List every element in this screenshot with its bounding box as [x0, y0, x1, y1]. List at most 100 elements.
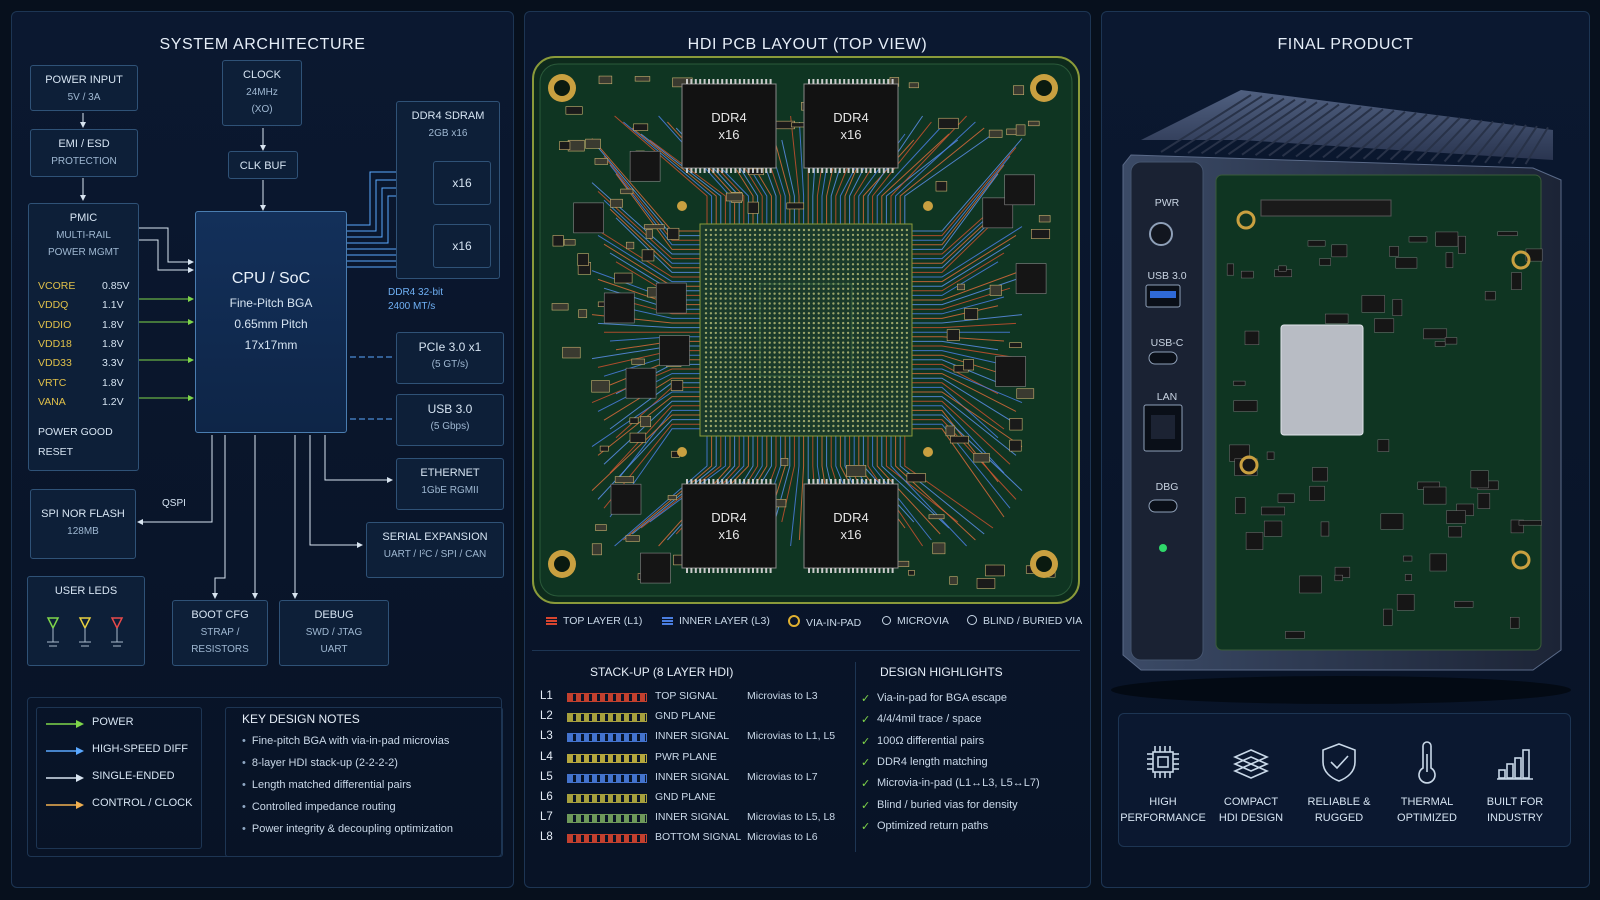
- feature-line2: HDI DESIGN: [1218, 812, 1284, 824]
- serial-expansion-block: SERIAL EXPANSION UART / I²C / SPI / CAN: [366, 522, 504, 578]
- layer-note: Microvias to L3: [747, 690, 818, 702]
- pcb-legend-item: INNER LAYER (L3): [662, 615, 770, 627]
- debug-sub1: SWD / JTAG: [305, 627, 363, 638]
- ethernet-block: ETHERNET 1GbE RGMII: [396, 458, 504, 510]
- top-layer-swatch-icon: [546, 616, 557, 625]
- inner-layer-swatch-icon: [662, 616, 673, 625]
- layer-name: TOP SIGNAL: [655, 690, 718, 702]
- highlight-text: Blind / buried vias for density: [877, 798, 1018, 811]
- legend-arrow-icon: [46, 774, 84, 782]
- rail-name: VDD33: [38, 357, 72, 370]
- ddr4-chip-width: x16: [719, 527, 740, 542]
- layer-id: L4: [540, 750, 553, 763]
- emi-sub: PROTECTION: [51, 156, 117, 167]
- user-leds-block: USER LEDS: [27, 576, 145, 666]
- ddr4-chip-label: DDR4: [711, 510, 746, 525]
- pcb-legend-item: MICROVIA: [882, 615, 949, 627]
- stackup-title: STACK-UP (8 LAYER HDI): [590, 665, 734, 679]
- ddr4-chip-width: x16: [841, 527, 862, 542]
- note-text: 8-layer HDI stack-up (2-2-2-2): [251, 757, 398, 769]
- emi-title: EMI / ESD: [58, 138, 110, 150]
- boot-cfg-block: BOOT CFG STRAP / RESISTORS: [172, 600, 268, 666]
- cpu-size: 17x17mm: [244, 338, 298, 352]
- legend-label: POWER: [92, 716, 134, 728]
- ddr4-chip-2: x16: [433, 224, 491, 268]
- power-input-title: POWER INPUT: [45, 74, 123, 86]
- layer-note: Microvias to L1, L5: [747, 730, 836, 743]
- ddr4-chip-label: DDR4: [833, 510, 868, 525]
- ddr4-chip: DDR4 x16: [803, 79, 899, 173]
- layer-id: L8: [540, 831, 553, 844]
- port-label: DBG: [1155, 481, 1179, 493]
- highlight-text: DDR4 length matching: [877, 755, 988, 768]
- ddr4-chip: DDR4 x16: [681, 479, 777, 573]
- rail-name: VDDIO: [38, 318, 72, 331]
- feature-line2: OPTIMIZED: [1397, 812, 1457, 824]
- feature-line1: COMPACT: [1223, 796, 1279, 808]
- port-label: USB-C: [1150, 337, 1184, 349]
- check-icon: ✓: [861, 756, 871, 769]
- yellow-led-icon: [78, 617, 92, 647]
- ddr4-chip-label: DDR4: [833, 110, 868, 125]
- boot-sub2: RESISTORS: [191, 644, 249, 655]
- layer-bar-icon: [567, 794, 647, 803]
- highlight-text: 100Ω differential pairs: [877, 734, 985, 747]
- layer-id: L6: [540, 791, 553, 803]
- panel-title: HDI PCB LAYOUT (TOP VIEW): [687, 36, 928, 53]
- note-item: •Power integrity & decoupling optimizati…: [242, 823, 453, 835]
- clk-buf-block: CLK BUF: [228, 151, 298, 179]
- note-text: Controlled impedance routing: [251, 801, 396, 813]
- cpu-title: CPU / SoC: [231, 270, 311, 287]
- layer-id: L7: [540, 811, 553, 824]
- layer-bar-icon: [567, 753, 647, 763]
- ethernet-title: ETHERNET: [420, 467, 480, 479]
- red-led-icon: [110, 617, 124, 647]
- ddr4-bus-label: DDR4 32-bit 2400 MT/s: [388, 286, 443, 314]
- feature-item: RELIABLE &RUGGED: [1295, 740, 1383, 826]
- ddr4-bus-width: DDR4 32-bit: [388, 287, 444, 298]
- ddr4-title: DDR4 SDRAM: [411, 110, 485, 122]
- note-item: •Length matched differential pairs: [242, 779, 411, 791]
- check-icon: ✓: [861, 778, 871, 791]
- ddr4-bus-speed: 2400 MT/s: [388, 301, 436, 312]
- pcb-legend-label: VIA-IN-PAD: [806, 617, 862, 629]
- debug-block: DEBUG SWD / JTAG UART: [279, 600, 389, 666]
- spi-nor-flash-block: SPI NOR FLASH 128MB: [30, 489, 136, 559]
- thermometer-icon: [1418, 741, 1436, 784]
- pcie-block: PCIe 3.0 x1 (5 GT/s): [396, 332, 504, 384]
- note-text: Length matched differential pairs: [251, 779, 412, 791]
- green-led-icon: [46, 617, 60, 647]
- feature-line2: INDUSTRY: [1486, 812, 1544, 824]
- user-leds-title: USER LEDS: [54, 585, 118, 597]
- pcie-speed: (5 GT/s): [431, 359, 469, 370]
- pcb-legend-label: MICROVIA: [897, 615, 949, 627]
- rail-voltage: 1.2V: [102, 395, 124, 408]
- ddr4-chip-2-label: x16: [452, 239, 472, 253]
- highlight-text: Via-in-pad for BGA escape: [877, 692, 1008, 704]
- rail-voltage: 3.3V: [102, 357, 124, 370]
- key-notes-title: KEY DESIGN NOTES: [242, 712, 360, 726]
- panel-title: SYSTEM ARCHITECTURE: [159, 36, 366, 53]
- panel-title: FINAL PRODUCT: [1277, 36, 1414, 53]
- pcb-legend-item: BLIND / BURIED VIA: [967, 615, 1082, 627]
- ddr4-chip-1: x16: [433, 161, 491, 205]
- feature-line1: THERMAL: [1400, 796, 1454, 808]
- rail-name: VCORE: [38, 280, 76, 292]
- rail-voltage: 1.8V: [102, 376, 124, 389]
- clock-type: (XO): [251, 104, 273, 115]
- clk-buf-label: CLK BUF: [239, 160, 287, 172]
- layer-bar-icon: [567, 814, 647, 824]
- bullet-icon: •: [242, 801, 246, 813]
- ddr4-chip-width: x16: [841, 127, 862, 142]
- layer-bar-icon: [567, 733, 647, 743]
- pcb-divider: [532, 650, 1080, 651]
- bar-chart-icon: [1497, 749, 1533, 780]
- highlight-text: 4/4/4mil trace / space: [877, 713, 982, 726]
- power-input-spec: 5V / 3A: [67, 92, 101, 103]
- emi-block: EMI / ESD PROTECTION: [30, 129, 138, 177]
- highlight-item: ✓Via-in-pad for BGA escape: [861, 692, 1008, 705]
- highlight-item: ✓100Ω differential pairs: [861, 734, 985, 748]
- soc-heatspreader: [1280, 324, 1364, 436]
- ddr4-capacity: 2GB x16: [428, 128, 468, 139]
- feature-line1: HIGH: [1149, 796, 1177, 808]
